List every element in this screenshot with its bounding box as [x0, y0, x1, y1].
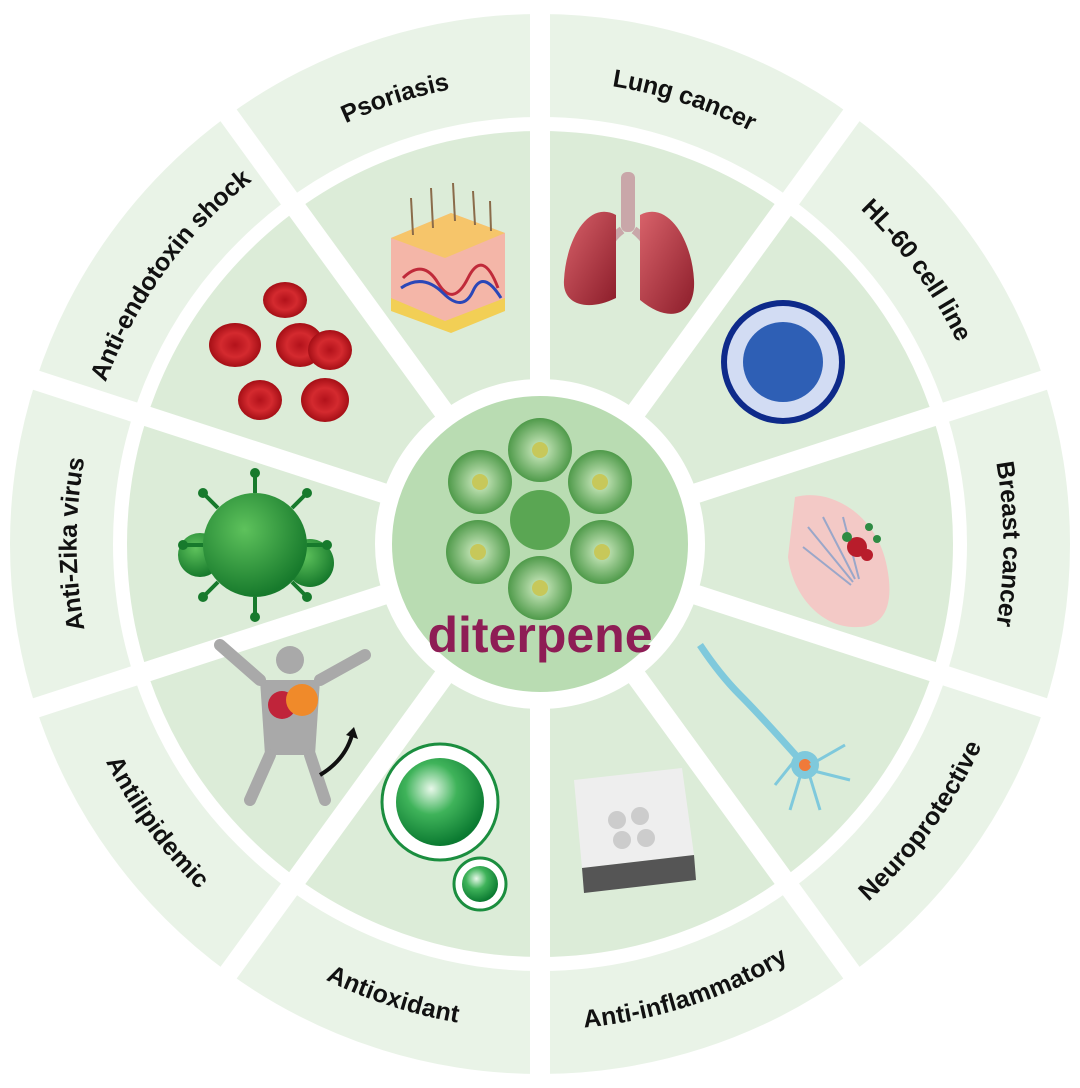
- antioxidant-sphere-icon: [380, 742, 508, 912]
- wheel-rings: [9, 9, 1070, 1079]
- outer-segment: [35, 115, 294, 415]
- segment-divider: [684, 582, 1052, 719]
- segment-divider: [623, 663, 863, 983]
- human-body-icon: [214, 639, 371, 806]
- center-label: diterpene: [427, 607, 652, 663]
- segment-divider: [217, 105, 457, 425]
- neuron-icon: [697, 643, 851, 811]
- segment-divider: [684, 369, 1052, 506]
- outer-segment: [939, 380, 1070, 708]
- outer-segment: [228, 883, 540, 1074]
- segment-divider: [623, 105, 863, 425]
- outer-segment: [228, 14, 540, 205]
- ring-gap: [113, 117, 967, 971]
- cell-icon: [721, 300, 845, 424]
- virus-icon: [178, 468, 334, 622]
- diterpene-molecule-icon: [446, 418, 634, 620]
- outer-segment: [540, 14, 852, 205]
- outer-segment: [786, 673, 1045, 973]
- outer-segment: [35, 673, 294, 973]
- red-blood-cells-icon: [209, 282, 352, 422]
- segment-divider: [28, 582, 396, 719]
- segment-divider: [217, 663, 457, 983]
- breast-tissue-icon: [788, 495, 890, 628]
- skin-layers-icon: [391, 182, 505, 333]
- segment-divider: [28, 369, 396, 506]
- segment-icons: [178, 172, 890, 912]
- capsule-icon: [574, 768, 696, 893]
- outer-segment: [540, 883, 852, 1074]
- lungs-icon: [563, 172, 695, 314]
- outer-segment: [786, 115, 1045, 415]
- outer-segment: [9, 380, 141, 708]
